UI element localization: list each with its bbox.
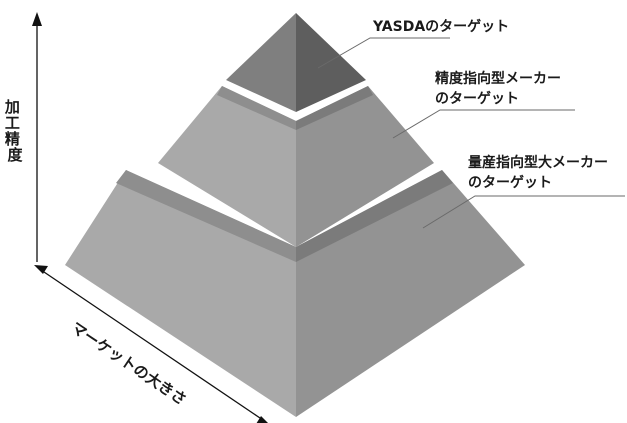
vertical-axis-arrowhead-icon [32,12,42,26]
vertical-axis-label-char-4: 度 [7,146,23,164]
middle-tier-label: 精度指向型メーカー のターゲット [435,70,566,107]
diagonal-axis-start-arrowhead-icon [34,265,48,274]
vertical-axis-label-char-3: 精 [5,130,20,148]
bottom-tier-label: 量産指向型大メーカー のターゲット [468,154,613,191]
bottom-tier-label-line-1: 量産指向型大メーカー [468,154,608,171]
vertical-axis: 加 工 精 度 [4,12,42,262]
middle-tier [158,86,434,247]
middle-tier-label-line-1: 精度指向型メーカー [435,70,561,87]
vertical-axis-label: 加 工 精 度 [4,98,25,164]
bottom-tier-band-right [296,170,453,262]
bottom-tier-label-line-2: のターゲット [468,174,552,191]
leader-lines [317,37,625,229]
top-tier-label-line-1: YASDAのターゲット [372,18,509,35]
top-tier [226,13,366,112]
bottom-tier-band-left [116,170,296,262]
middle-tier-right-face [296,86,434,247]
top-tier-label: YASDAのターゲット [372,18,509,35]
vertical-axis-label-char-2: 工 [5,114,20,132]
middle-tier-leader-line [392,109,575,139]
middle-tier-label-line-2: のターゲット [435,90,519,107]
bottom-tier-leader-line [422,195,625,229]
middle-tier-band-left [217,86,296,130]
bottom-tier [65,170,525,417]
middle-tier-band-right [296,86,373,130]
top-tier-left-face [226,13,296,112]
diagonal-axis-end-arrowhead-icon [256,416,268,423]
top-tier-right-face [296,13,366,112]
middle-tier-left-face [158,86,296,247]
vertical-axis-label-char-1: 加 [4,98,20,116]
diagonal-axis-line [43,271,261,419]
top-tier-leader-line [317,37,450,69]
